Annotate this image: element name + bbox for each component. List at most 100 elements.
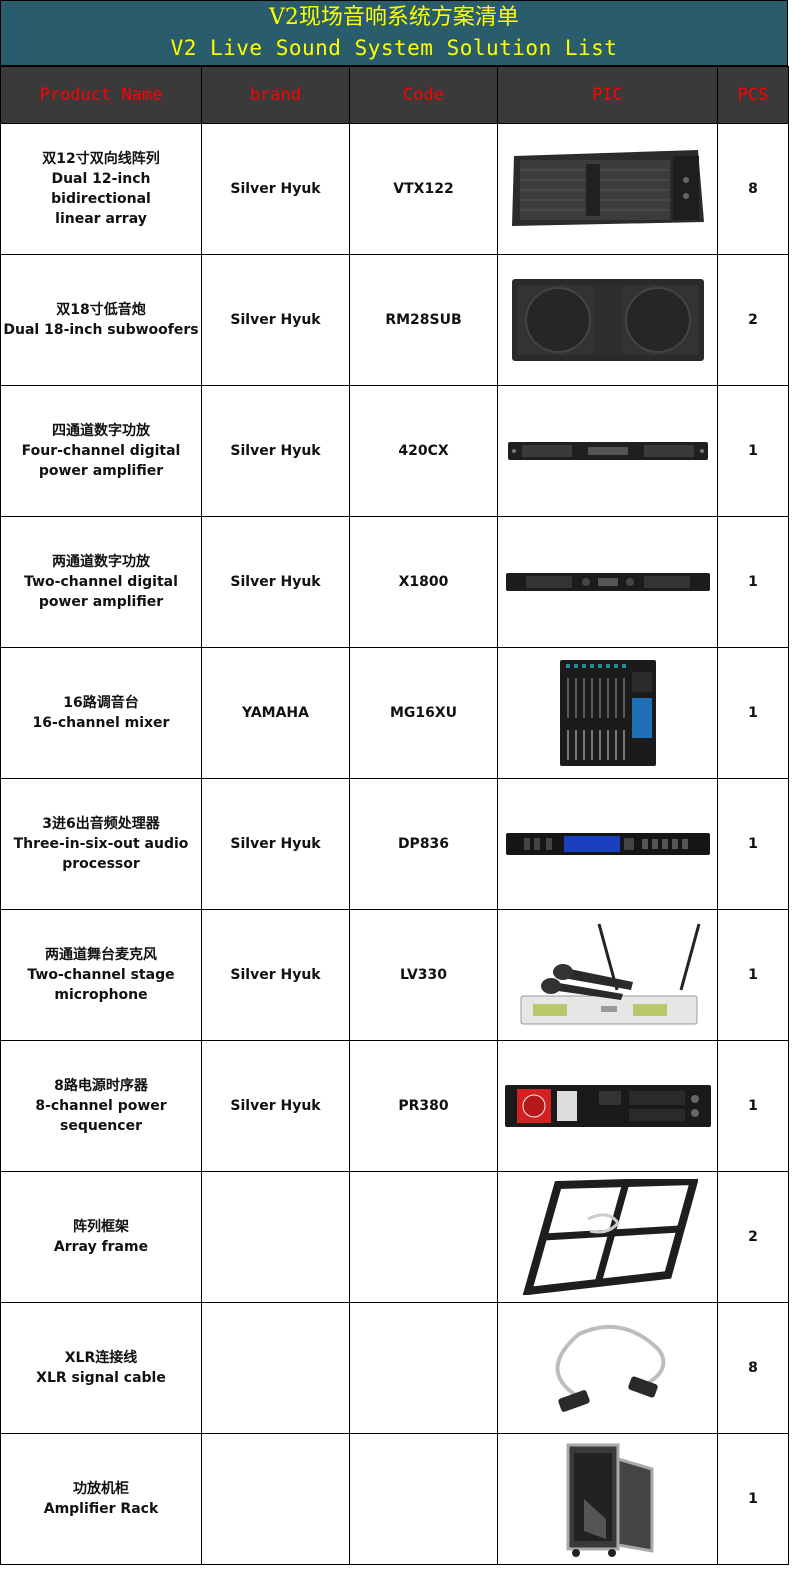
product-name-en: Two-channel stage xyxy=(27,967,175,983)
brand-cell xyxy=(201,1171,350,1303)
product-name-en: XLR signal cable xyxy=(36,1370,166,1386)
power-amplifier-image xyxy=(507,442,708,460)
code-cell: LV330 xyxy=(349,909,498,1041)
mixer-image xyxy=(559,660,656,766)
table-row: 四通道数字功放 Four-channel digital power ampli… xyxy=(0,385,789,517)
code-cell: 420CX xyxy=(349,385,498,517)
quantity-cell: 1 xyxy=(717,647,789,779)
product-name-en: Four-channel digital xyxy=(21,443,181,459)
pic-cell xyxy=(497,647,718,779)
product-name-zh: 16路调音台 xyxy=(63,695,139,711)
quantity-cell: 1 xyxy=(717,778,789,910)
code-cell: VTX122 xyxy=(349,123,498,255)
pic-cell xyxy=(497,1040,718,1172)
product-name-en: Two-channel digital xyxy=(24,574,178,590)
quantity-cell: 1 xyxy=(717,385,789,517)
column-header-brand: brand xyxy=(201,66,350,124)
code-cell: MG16XU xyxy=(349,647,498,779)
xlr-cable-image xyxy=(555,1324,665,1412)
quantity-cell: 1 xyxy=(717,1040,789,1172)
title-bar: V2现场音响系统方案清单 V2 Live Sound System Soluti… xyxy=(0,0,788,66)
brand-cell: Silver Hyuk xyxy=(201,909,350,1041)
pic-cell xyxy=(497,778,718,910)
line-array-speaker-image xyxy=(511,150,704,226)
product-table: Product Name brand Code PIC PCS 双12寸双向线阵… xyxy=(0,66,789,1565)
solution-list-sheet: V2现场音响系统方案清单 V2 Live Sound System Soluti… xyxy=(0,0,789,1565)
product-name-en: microphone xyxy=(54,987,148,1003)
product-name-en: power amplifier xyxy=(38,594,164,610)
quantity-cell: 8 xyxy=(717,1302,789,1434)
power-amplifier-image xyxy=(505,573,710,591)
brand-cell: Silver Hyuk xyxy=(201,516,350,648)
pic-cell xyxy=(497,1433,718,1565)
product-name-cell: 两通道舞台麦克风 Two-channel stage microphone xyxy=(0,909,202,1041)
amplifier-rack-image xyxy=(566,1443,653,1557)
product-name-cell: 双18寸低音炮 Dual 18-inch subwoofers xyxy=(0,254,202,386)
product-name-cell: 8路电源时序器 8-channel power sequencer xyxy=(0,1040,202,1172)
code-cell: X1800 xyxy=(349,516,498,648)
column-header-pic: PIC xyxy=(497,66,718,124)
subwoofer-image xyxy=(511,279,704,361)
table-row: 16路调音台 16-channel mixer YAMAHA MG16XU xyxy=(0,647,789,779)
pic-cell xyxy=(497,1171,718,1303)
product-name-cell: 功放机柜 Amplifier Rack xyxy=(0,1433,202,1565)
quantity-cell: 1 xyxy=(717,516,789,648)
wireless-microphone-image xyxy=(520,923,700,1025)
audio-processor-image xyxy=(505,833,710,855)
product-name-zh: 两通道舞台麦克风 xyxy=(45,947,157,963)
page-title-en: V2 Live Sound System Solution List xyxy=(170,36,618,60)
pic-cell xyxy=(497,1302,718,1434)
code-cell xyxy=(349,1171,498,1303)
product-name-zh: 双12寸双向线阵列 xyxy=(42,151,160,167)
brand-cell: Silver Hyuk xyxy=(201,1040,350,1172)
product-name-cell: 16路调音台 16-channel mixer xyxy=(0,647,202,779)
product-name-en: Array frame xyxy=(53,1239,149,1255)
brand-cell: Silver Hyuk xyxy=(201,254,350,386)
code-cell xyxy=(349,1433,498,1565)
table-row: 双12寸双向线阵列 Dual 12-inch bidirectional lin… xyxy=(0,123,789,255)
table-row: 8路电源时序器 8-channel power sequencer Silver… xyxy=(0,1040,789,1172)
code-cell: DP836 xyxy=(349,778,498,910)
product-name-zh: 阵列框架 xyxy=(73,1219,129,1235)
pic-cell xyxy=(497,123,718,255)
column-header-pcs: PCS xyxy=(717,66,789,124)
brand-cell: Silver Hyuk xyxy=(201,123,350,255)
product-name-en: Amplifier Rack xyxy=(43,1501,159,1517)
table-row: 双18寸低音炮 Dual 18-inch subwoofers Silver H… xyxy=(0,254,789,386)
product-name-cell: XLR连接线 XLR signal cable xyxy=(0,1302,202,1434)
power-sequencer-image xyxy=(504,1085,711,1127)
product-name-zh: 双18寸低音炮 xyxy=(56,302,146,318)
product-name-en: linear array xyxy=(55,211,147,227)
quantity-cell: 8 xyxy=(717,123,789,255)
brand-cell: Silver Hyuk xyxy=(201,385,350,517)
product-name-en: 8-channel power xyxy=(35,1098,167,1114)
table-row: 功放机柜 Amplifier Rack 1 xyxy=(0,1433,789,1565)
table-row: 两通道舞台麦克风 Two-channel stage microphone Si… xyxy=(0,909,789,1041)
array-frame-image xyxy=(522,1179,698,1295)
product-name-en: Dual 18-inch subwoofers xyxy=(3,322,199,338)
product-name-cell: 阵列框架 Array frame xyxy=(0,1171,202,1303)
product-name-en: processor xyxy=(62,856,140,872)
pic-cell xyxy=(497,385,718,517)
table-row: 阵列框架 Array frame 2 xyxy=(0,1171,789,1303)
pic-cell xyxy=(497,254,718,386)
product-name-zh: 3进6出音频处理器 xyxy=(42,816,160,832)
brand-cell xyxy=(201,1433,350,1565)
pic-cell xyxy=(497,909,718,1041)
quantity-cell: 1 xyxy=(717,909,789,1041)
page-title-zh: V2现场音响系统方案清单 xyxy=(269,5,519,30)
code-cell xyxy=(349,1302,498,1434)
table-row: 两通道数字功放 Two-channel digital power amplif… xyxy=(0,516,789,648)
quantity-cell: 2 xyxy=(717,254,789,386)
product-name-zh: 功放机柜 xyxy=(73,1481,129,1497)
product-name-zh: 两通道数字功放 xyxy=(52,554,150,570)
table-row: 3进6出音频处理器 Three-in-six-out audio process… xyxy=(0,778,789,910)
product-name-en: Dual 12-inch bidirectional xyxy=(51,171,151,207)
column-header-code: Code xyxy=(349,66,498,124)
product-name-zh: 8路电源时序器 xyxy=(54,1078,148,1094)
pic-cell xyxy=(497,516,718,648)
product-name-cell: 3进6出音频处理器 Three-in-six-out audio process… xyxy=(0,778,202,910)
code-cell: PR380 xyxy=(349,1040,498,1172)
brand-cell: YAMAHA xyxy=(201,647,350,779)
table-row: XLR连接线 XLR signal cable 8 xyxy=(0,1302,789,1434)
